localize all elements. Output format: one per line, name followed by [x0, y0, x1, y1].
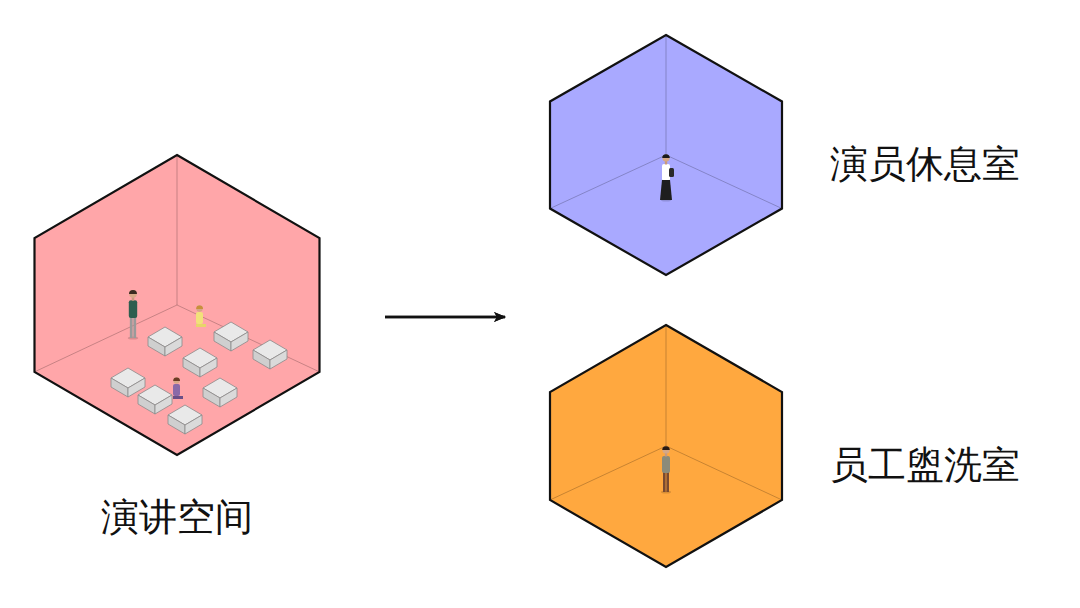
room-label: 演讲空间: [101, 495, 253, 541]
cube-outline: [30, 150, 330, 550]
room-label: 演员休息室: [830, 142, 1020, 188]
flow-arrow: [385, 316, 505, 319]
room-label: 员工盥洗室: [830, 443, 1020, 489]
room-cube: 演员休息室: [545, 30, 1045, 280]
flow-arrow: [385, 316, 505, 319]
room-cube: 员工盥洗室: [545, 320, 1045, 572]
room-cube: 演讲空间: [30, 150, 330, 550]
